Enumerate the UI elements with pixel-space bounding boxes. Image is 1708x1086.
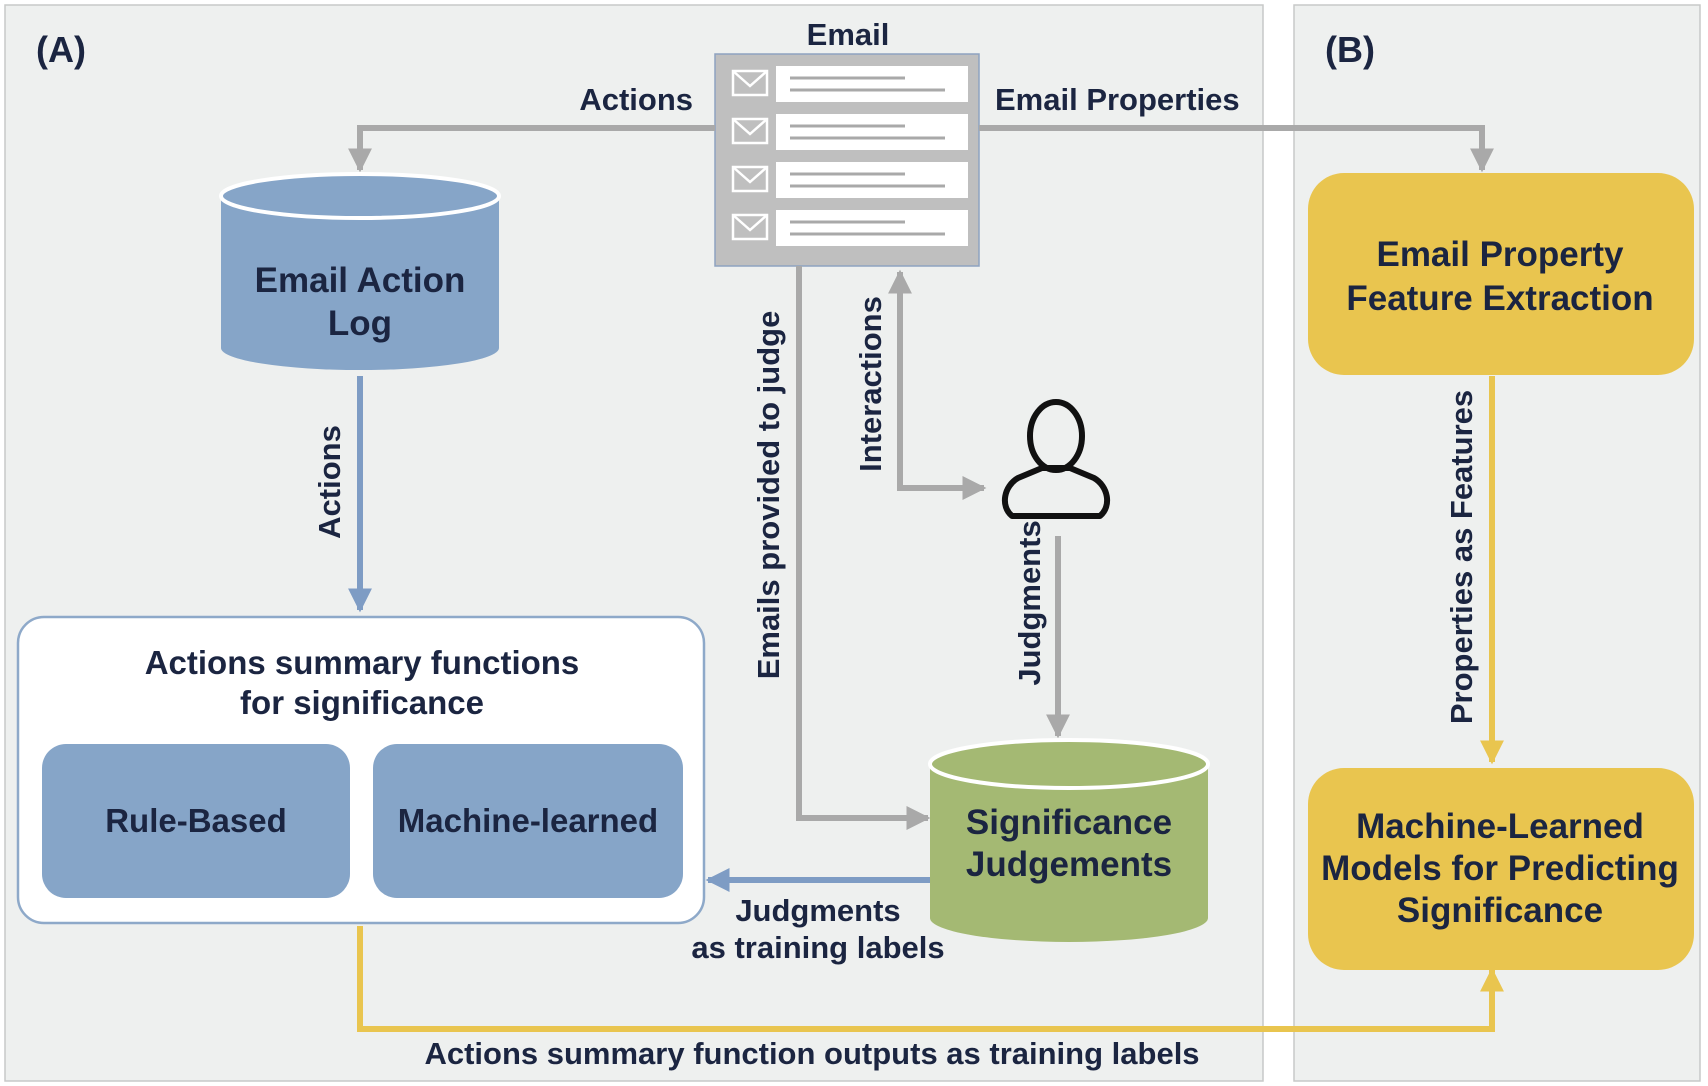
emails-provided-label: Emails provided to judge (751, 311, 786, 680)
properties-features-label: Properties as Features (1444, 390, 1479, 724)
email-row (731, 162, 968, 198)
email-row (731, 210, 968, 246)
arrow-email-to-feature-extraction (979, 125, 1494, 173)
summary-title: Actions summary functions (145, 644, 580, 681)
ml-models-label: Models for Predicting (1321, 849, 1679, 888)
email-properties-label: Email Properties (995, 82, 1240, 117)
actions-summary-box: Actions summary functions for significan… (16, 615, 706, 925)
significance-judgements-label: Judgements (966, 845, 1172, 884)
arrow-summary-outputs (357, 926, 1504, 1032)
significance-judgements-cylinder: Significance Judgements (928, 738, 1210, 942)
feature-extraction-box: Email Property Feature Extraction (1308, 173, 1694, 375)
email-title: Email (807, 17, 890, 52)
email-action-log-label: Log (328, 304, 392, 343)
actions-vertical-label: Actions (312, 425, 347, 539)
rule-based-box (42, 744, 350, 898)
judgments-training-label: Judgments (735, 893, 900, 928)
judgments-vertical-label: Judgments (1012, 520, 1047, 685)
actions-top-label: Actions (579, 82, 693, 117)
machine-learned-label: Machine-learned (398, 802, 658, 839)
machine-learned-box (373, 744, 683, 898)
email-row (731, 114, 968, 150)
email-list-icon (714, 53, 980, 267)
arrow-emails-to-judgements (796, 266, 931, 830)
interactions-label: Interactions (853, 296, 888, 472)
summary-outputs-label: Actions summary function outputs as trai… (424, 1036, 1199, 1071)
ml-models-label: Machine-Learned (1356, 807, 1644, 846)
rule-based-label: Rule-Based (105, 802, 287, 839)
arrow-interactions (888, 269, 987, 500)
significance-judgements-label: Significance (966, 803, 1172, 842)
panel-b-label: (B) (1325, 29, 1375, 70)
ml-models-box: Machine-Learned Models for Predicting Si… (1308, 768, 1694, 970)
email-action-log-label: Email Action (255, 261, 466, 300)
panel-a-label: (A) (36, 29, 86, 70)
arrow-email-to-action-log (348, 125, 715, 173)
summary-title: for significance (240, 684, 484, 721)
person-icon (1001, 399, 1111, 519)
ml-models-label: Significance (1397, 891, 1603, 930)
feature-extraction-label: Email Property (1376, 235, 1624, 274)
email-action-log-cylinder: Email Action Log (219, 172, 501, 370)
feature-extraction-label: Feature Extraction (1346, 279, 1653, 318)
email-row (731, 66, 968, 102)
judgments-training-label: as training labels (691, 930, 944, 965)
